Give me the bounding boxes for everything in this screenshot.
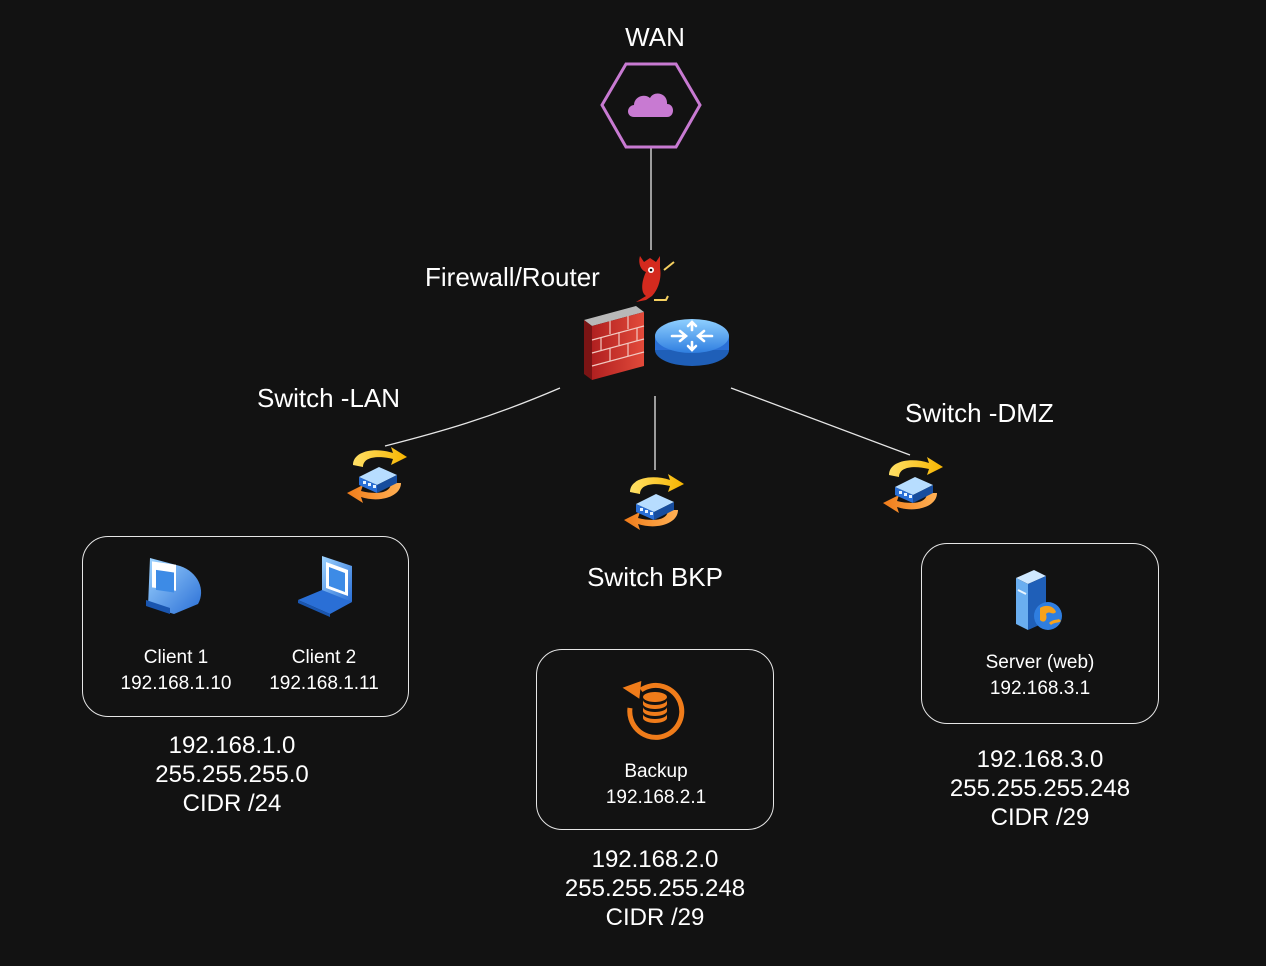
switch-icon bbox=[624, 474, 684, 530]
cloud-icon bbox=[600, 62, 702, 149]
lan-link bbox=[384, 387, 561, 447]
dmz-network: 192.168.3.0 bbox=[976, 746, 1104, 773]
web-server-icon bbox=[1016, 570, 1062, 630]
firewall-label: Firewall/Router bbox=[425, 262, 600, 292]
server-node: Server (web) 192.168.3.1 bbox=[986, 650, 1095, 702]
laptop-icon bbox=[298, 556, 352, 617]
client-1-name: Client 1 bbox=[143, 647, 209, 668]
client-2-node: Client 2 192.168.1.11 bbox=[269, 645, 379, 697]
dmz-link bbox=[730, 387, 911, 456]
backup-node: Backup 192.168.2.1 bbox=[606, 759, 706, 811]
backup-cidr: CIDR /29 bbox=[605, 904, 705, 931]
bsd-daemon-icon bbox=[636, 256, 675, 302]
lan-segment-box bbox=[82, 536, 409, 717]
dmz-segment-box bbox=[921, 543, 1159, 724]
client-2-name: Client 2 bbox=[291, 647, 357, 668]
backup-subnet-info: 192.168.2.0 255.255.255.248 CIDR /29 bbox=[565, 845, 745, 932]
switch-bkp-label: Switch BKP bbox=[587, 562, 723, 592]
backup-mask: 255.255.255.248 bbox=[564, 875, 746, 902]
server-name: Server (web) bbox=[985, 652, 1095, 673]
backup-network: 192.168.2.0 bbox=[591, 846, 719, 873]
server-ip: 192.168.3.1 bbox=[989, 678, 1091, 699]
backup-database-icon bbox=[622, 680, 685, 740]
router-icon bbox=[655, 319, 729, 366]
desktop-computer-icon bbox=[146, 558, 202, 614]
brick-wall-icon bbox=[584, 306, 645, 380]
switch-icon bbox=[347, 447, 407, 503]
backup-name: Backup bbox=[624, 761, 688, 782]
backup-ip: 192.168.2.1 bbox=[605, 787, 707, 808]
switch-lan-label: Switch -LAN bbox=[257, 383, 401, 413]
switch-dmz-label: Switch -DMZ bbox=[905, 398, 1054, 428]
wan-label: WAN bbox=[625, 22, 685, 52]
lan-subnet-info: 192.168.1.0 255.255.255.0 CIDR /24 bbox=[155, 731, 308, 818]
switch-icon bbox=[883, 457, 943, 513]
client-1-node: Client 1 192.168.1.10 bbox=[121, 645, 232, 697]
client-1-ip: 192.168.1.10 bbox=[120, 673, 232, 694]
lan-mask: 255.255.255.0 bbox=[155, 761, 309, 788]
dmz-cidr: CIDR /29 bbox=[990, 804, 1090, 831]
lan-cidr: CIDR /24 bbox=[182, 790, 282, 817]
dmz-subnet-info: 192.168.3.0 255.255.255.248 CIDR /29 bbox=[950, 745, 1130, 832]
backup-segment-box bbox=[536, 649, 774, 830]
dmz-mask: 255.255.255.248 bbox=[949, 775, 1131, 802]
client-2-ip: 192.168.1.11 bbox=[269, 673, 379, 694]
lan-network: 192.168.1.0 bbox=[168, 732, 296, 759]
